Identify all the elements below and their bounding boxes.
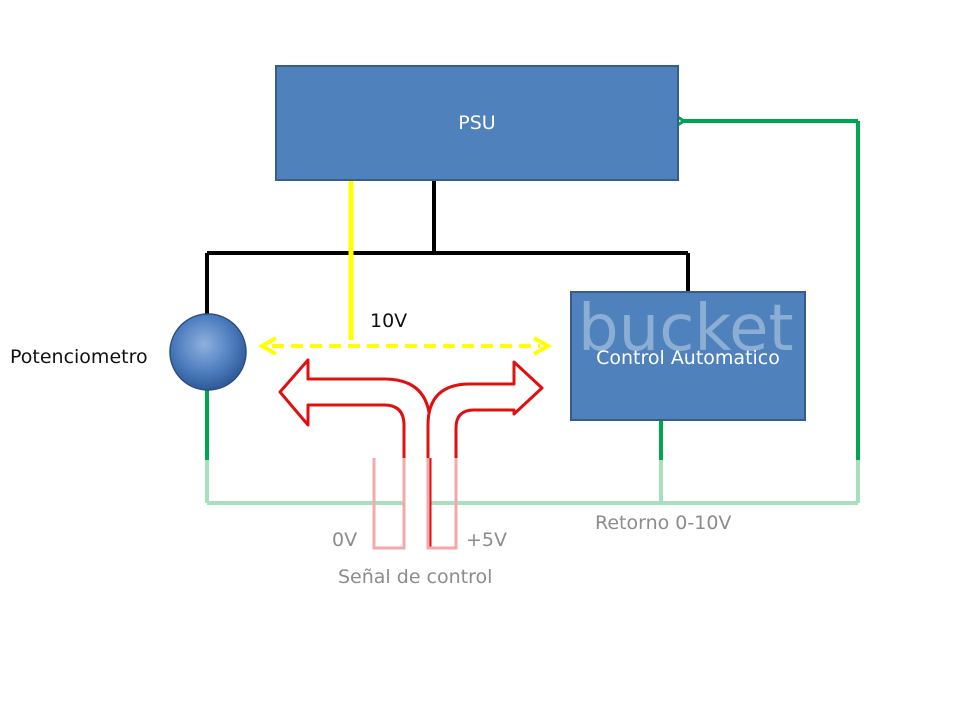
voltage-label: 10V [370,310,407,332]
zero-volt-label: 0V [332,529,357,551]
potentiometer-icon [169,313,247,391]
psu-label: PSU [458,112,495,134]
plus-five-volt-label: +5V [466,529,507,551]
psu-block: PSU [275,65,679,181]
watermark: bucket [578,292,794,366]
voltage-double-arrow [257,336,553,356]
left-signal-arrow [278,358,432,550]
control-signal-label: Señal de control [338,566,492,588]
control-block: Control Automatico [570,291,806,421]
potentiometer-label: Potenciometro [10,346,148,368]
green-wires [205,121,860,505]
control-label: Control Automatico [596,347,780,369]
right-signal-arrow [426,360,544,550]
black-wires [205,180,690,316]
feedback-label: Retorno 0-10V [595,512,731,534]
